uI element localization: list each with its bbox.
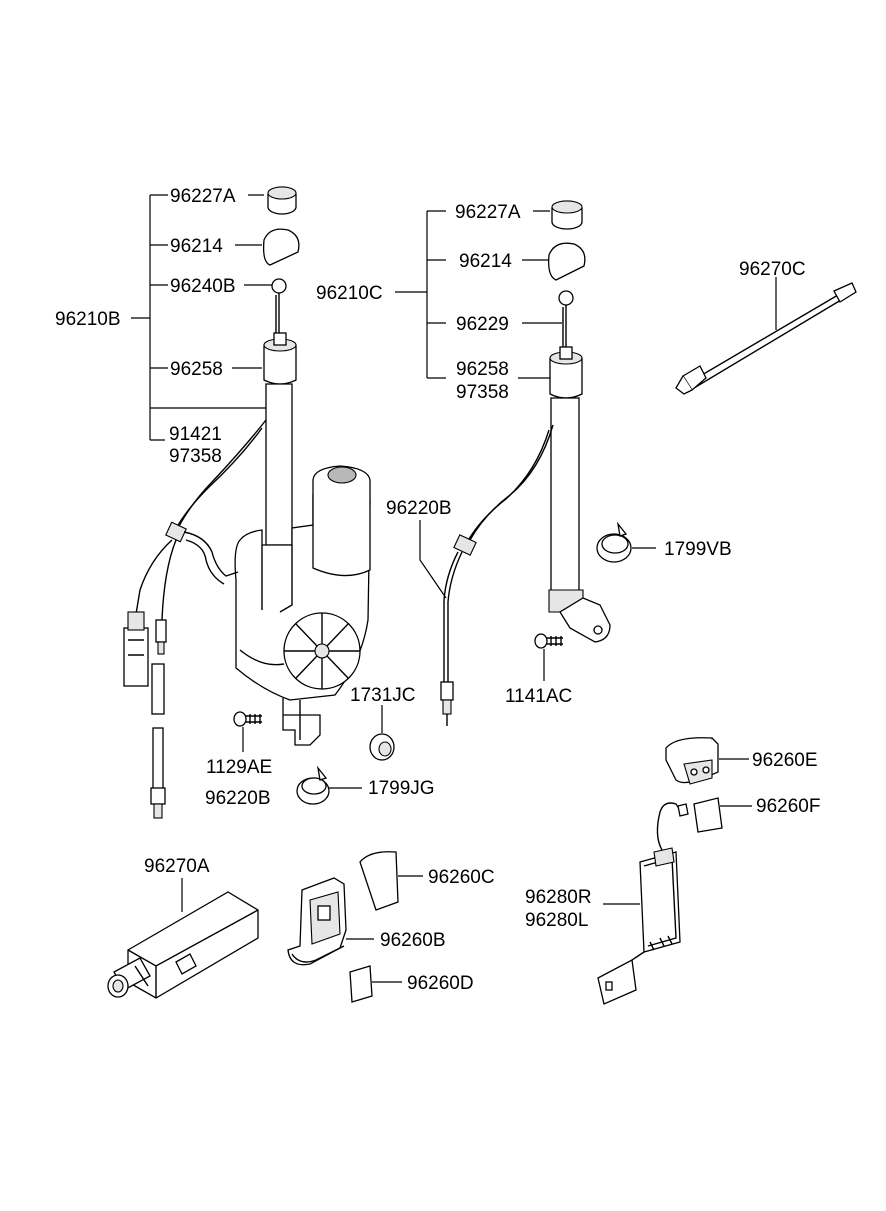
label-96227A-right: 96227A (455, 202, 521, 223)
cable-96270C (675, 277, 857, 395)
label-96260D: 96260D (407, 973, 474, 994)
cap-96227A-left (267, 186, 297, 215)
label-91421: 91421 (169, 424, 222, 445)
pad-96260C (359, 851, 423, 911)
cover-96260E (665, 737, 749, 785)
small-plug (155, 619, 167, 655)
label-97358-left: 97358 (169, 446, 222, 467)
label-96270C: 96270C (739, 259, 806, 280)
clip-1799JG (296, 765, 362, 805)
cable-96220B-lower (150, 787, 166, 819)
label-1731JC: 1731JC (350, 685, 416, 706)
label-96258-left: 96258 (170, 359, 223, 380)
label-1799VB: 1799VB (664, 539, 732, 560)
cap-96227A-right (551, 200, 583, 230)
screw-1129AE (233, 711, 262, 752)
label-96270A: 96270A (144, 856, 210, 877)
cable-96220B-mid-end (440, 681, 454, 726)
label-96210B: 96210B (55, 309, 121, 330)
grommet-96214-right (548, 242, 586, 281)
screw-1141AC (534, 633, 563, 681)
right-antenna-assembly (395, 200, 611, 726)
label-1799JG: 1799JG (368, 778, 435, 799)
label-96260E: 96260E (752, 750, 818, 771)
label-96220B-mid: 96220B (386, 498, 452, 519)
left-antenna-assembly (123, 186, 371, 819)
label-1141AC: 1141AC (505, 686, 572, 707)
label-96210C: 96210C (316, 283, 383, 304)
label-96214-left: 96214 (170, 236, 223, 257)
label-96220B-bottom: 96220B (205, 788, 271, 809)
label-96280R: 96280R (525, 887, 592, 908)
label-96258-right: 96258 (456, 359, 509, 380)
pad-96260D (349, 965, 402, 1003)
clip-1799VB (596, 521, 656, 563)
label-96260C: 96260C (428, 867, 495, 888)
motor-housing (234, 465, 371, 746)
pad-96260F (693, 797, 752, 833)
collar-96258-left (263, 332, 297, 385)
label-97358-right: 97358 (456, 382, 509, 403)
label-96227A-left: 96227A (170, 186, 236, 207)
label-96260F: 96260F (756, 796, 820, 817)
bracket-96260B (287, 877, 374, 966)
module-96280 (597, 802, 689, 1005)
label-96229: 96229 (456, 314, 509, 335)
label-96240B: 96240B (170, 276, 236, 297)
grommet-96214-left (262, 228, 300, 266)
rod-96229 (558, 290, 574, 353)
collar-96258-right (549, 346, 583, 399)
grommet-1731JC (369, 705, 395, 761)
label-1129AE: 1129AE (206, 757, 272, 778)
label-96260B: 96260B (380, 930, 446, 951)
connector-block (123, 611, 149, 687)
label-96280L: 96280L (525, 910, 588, 931)
amplifier-96270A (107, 878, 259, 999)
label-96214-right: 96214 (459, 251, 512, 272)
ball-96240B (271, 278, 287, 338)
